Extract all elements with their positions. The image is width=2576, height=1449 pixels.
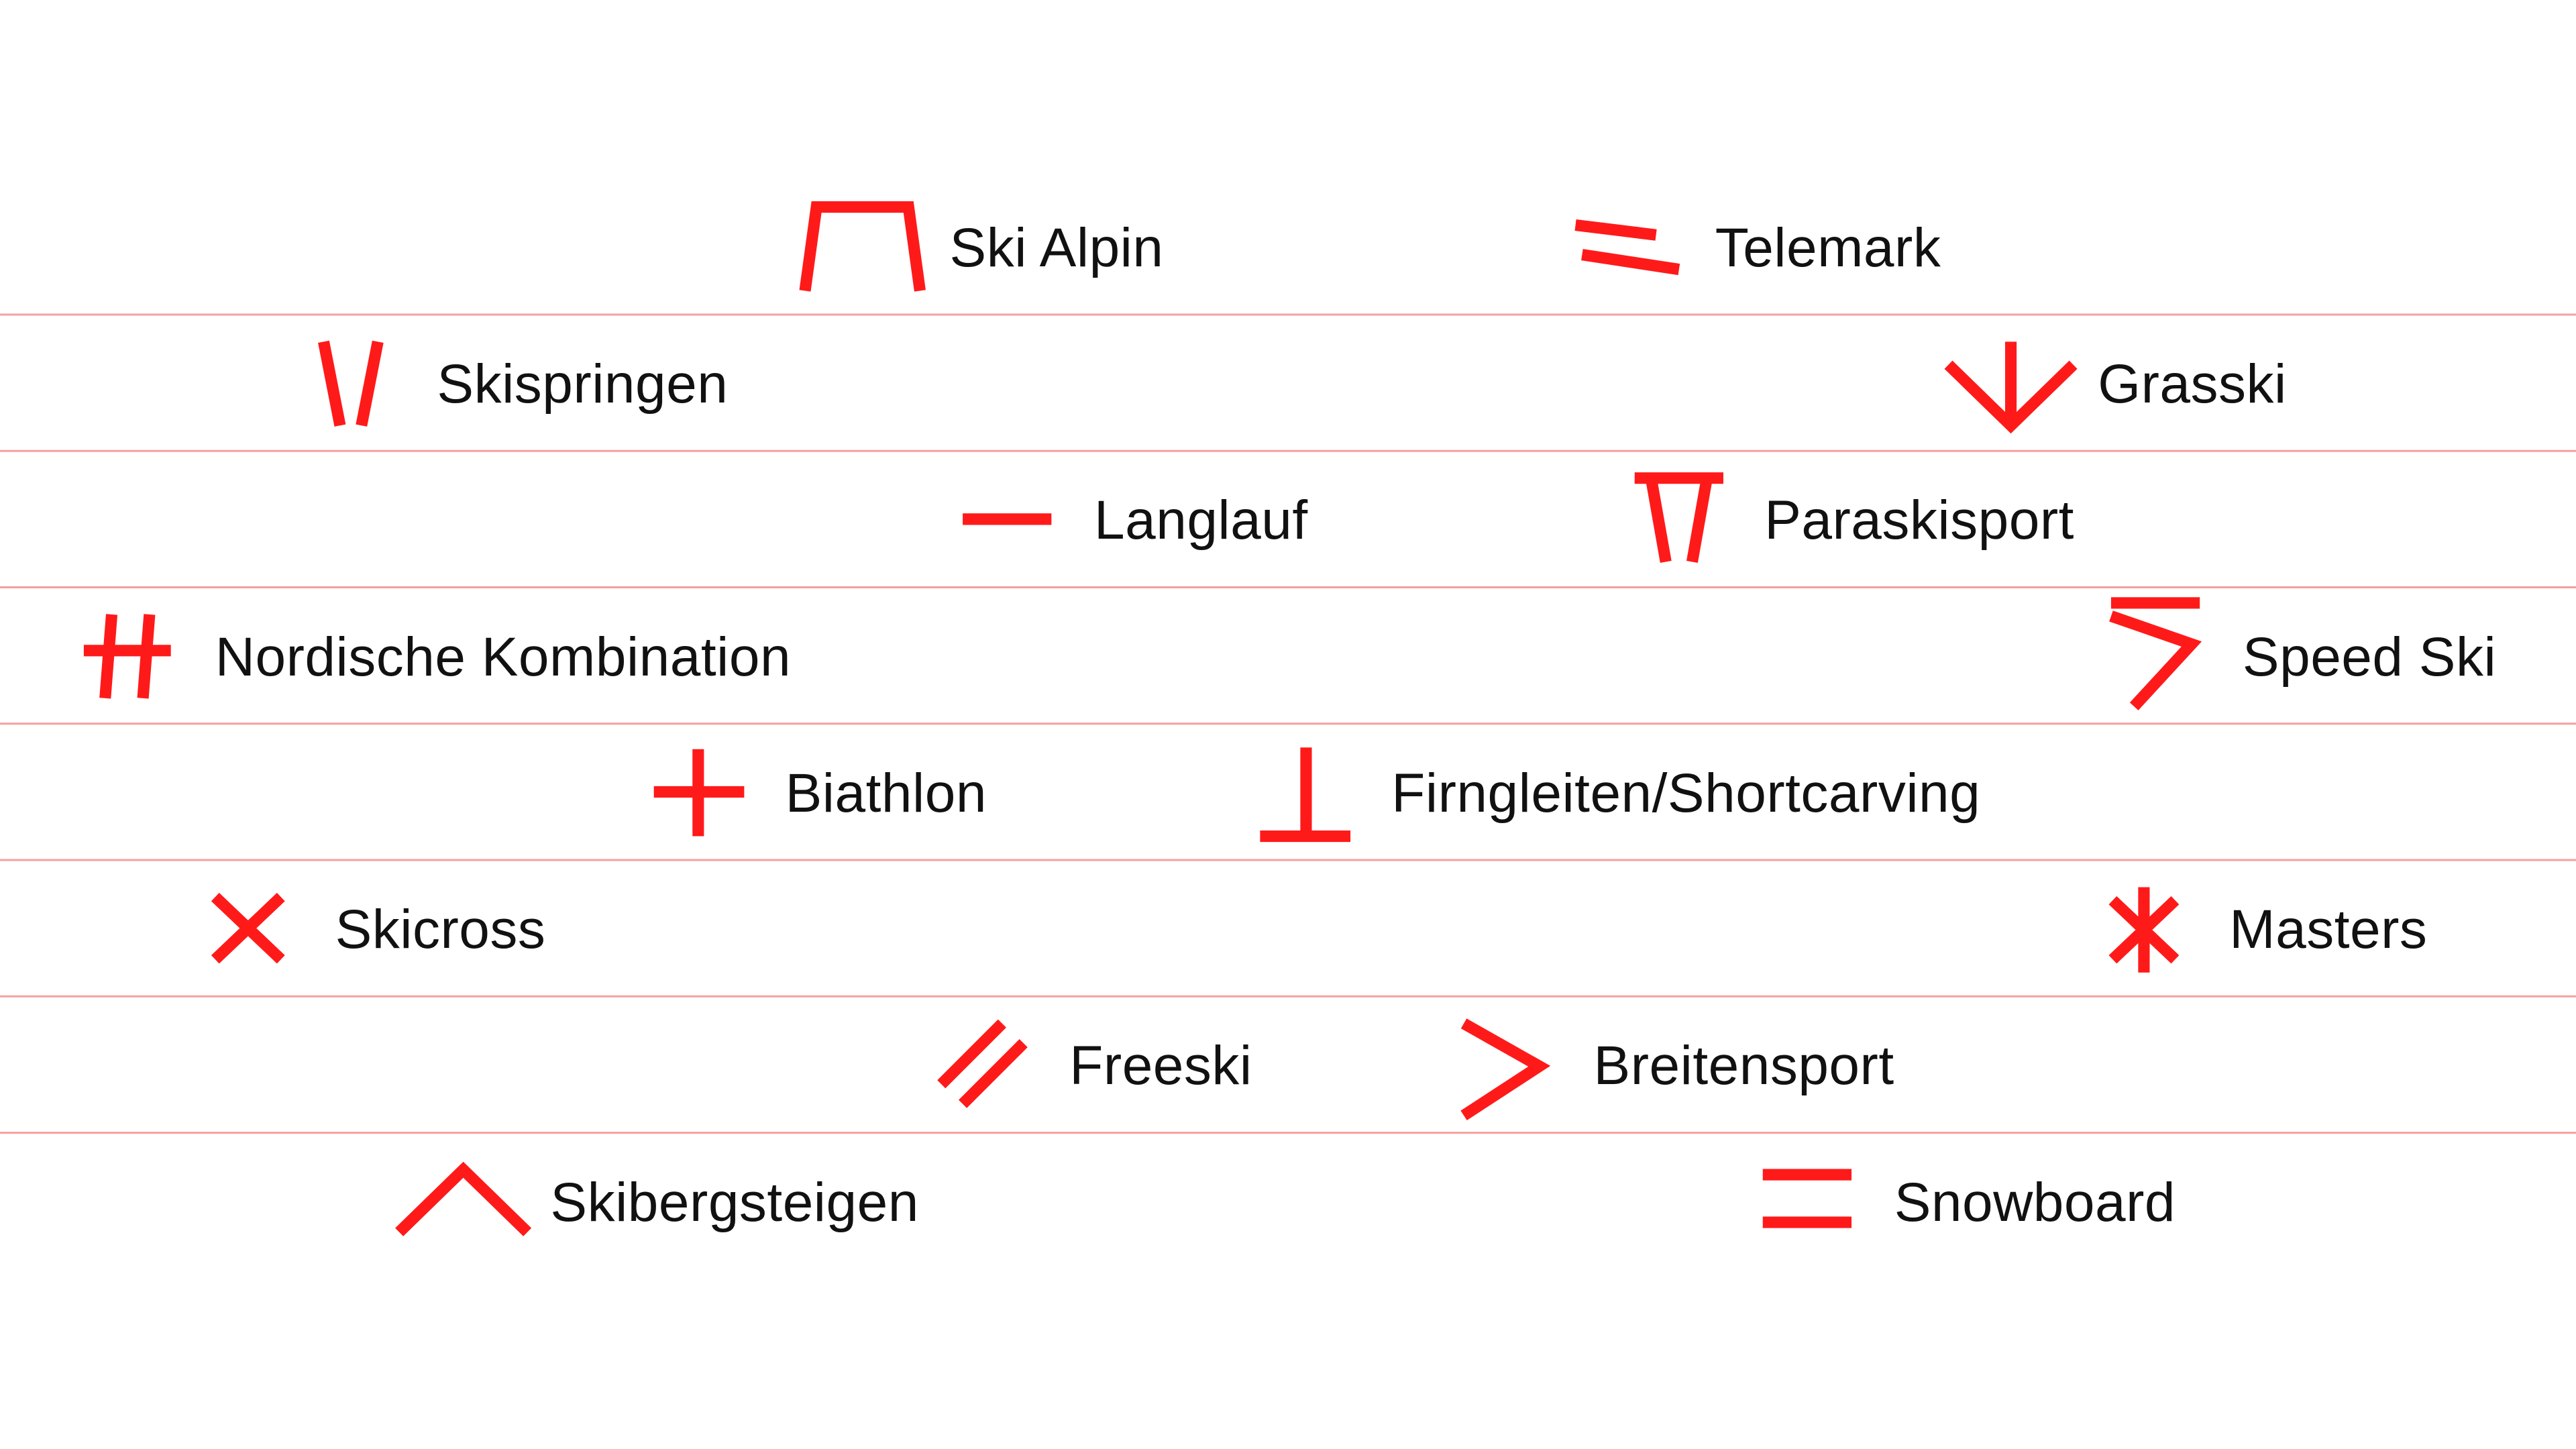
discipline-label: Langlauf xyxy=(1094,490,1308,551)
skicross-icon-stroke xyxy=(211,892,285,964)
paraskisport-icon xyxy=(1634,472,1723,564)
ski-alpin-icon xyxy=(799,201,926,292)
biathlon-icon xyxy=(653,749,745,837)
discipline-label: Freeski xyxy=(1069,1035,1252,1097)
snowboard-icon-stroke xyxy=(1762,1169,1852,1228)
skicross-icon xyxy=(211,892,285,964)
discipline-label: Snowboard xyxy=(1894,1171,2176,1233)
skispringen-icon xyxy=(318,340,384,427)
firngleiten-shortcarving-icon-stroke xyxy=(1260,747,1351,843)
masters-icon xyxy=(2108,887,2180,973)
telemark-icon-stroke xyxy=(1574,219,1680,276)
discipline-label: Paraskisport xyxy=(1764,490,2074,551)
discipline-label: Grasski xyxy=(2098,354,2287,415)
skibergsteigen-icon-stroke xyxy=(395,1161,532,1236)
breitensport-icon xyxy=(1460,1018,1551,1121)
breitensport-icon-stroke xyxy=(1460,1018,1551,1121)
biathlon-icon-stroke xyxy=(653,749,745,837)
firngleiten-shortcarving-icon xyxy=(1260,747,1351,843)
discipline-label: Skicross xyxy=(335,899,546,961)
discipline-label: Telemark xyxy=(1715,217,1941,278)
speed-ski-icon xyxy=(2109,597,2202,710)
speed-ski-icon-stroke xyxy=(2109,597,2202,710)
skibergsteigen-icon xyxy=(395,1161,532,1236)
freeski-icon xyxy=(937,1019,1028,1108)
discipline-label: Skispringen xyxy=(437,354,729,415)
freeski-icon-stroke xyxy=(937,1019,1028,1108)
discipline-label: Speed Ski xyxy=(2242,626,2497,688)
discipline-label: Ski Alpin xyxy=(949,217,1164,278)
discipline-label: Breitensport xyxy=(1593,1035,1894,1097)
nordische-kombination-icon xyxy=(83,614,171,699)
discipline-label: Nordische Kombination xyxy=(215,626,792,688)
nordische-kombination-icon-stroke xyxy=(83,614,171,699)
grasski-icon xyxy=(1944,341,2078,434)
grasski-icon-stroke xyxy=(1944,341,2078,434)
ski-alpin-icon-stroke xyxy=(799,201,926,292)
masters-icon-stroke xyxy=(2108,887,2180,973)
discipline-label: Skibergsteigen xyxy=(550,1171,919,1233)
discipline-label: Masters xyxy=(2229,899,2428,961)
paraskisport-icon-stroke xyxy=(1634,472,1723,564)
telemark-icon xyxy=(1574,219,1680,276)
skispringen-icon-stroke xyxy=(318,340,384,427)
discipline-label: Firngleiten/Shortcarving xyxy=(1391,762,1981,824)
discipline-label: Biathlon xyxy=(785,762,987,824)
snowboard-icon xyxy=(1762,1169,1852,1228)
